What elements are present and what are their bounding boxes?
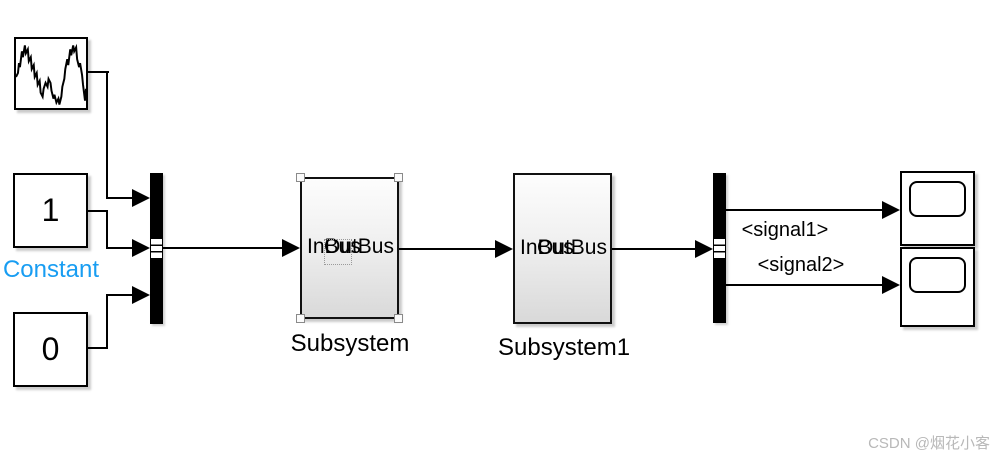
constant-value: 1 <box>41 192 60 228</box>
wire-segment[interactable] <box>163 247 283 249</box>
wire-segment[interactable] <box>399 248 496 250</box>
selection-handle[interactable] <box>394 173 403 182</box>
wire-segment[interactable] <box>106 71 108 199</box>
wire-segment[interactable] <box>106 210 108 249</box>
selection-handle[interactable] <box>296 173 305 182</box>
wire-segment[interactable] <box>88 210 108 212</box>
subsystem1-outport-label: OutBus <box>536 235 607 259</box>
wire-segment[interactable] <box>106 294 108 349</box>
signal2-wire-label[interactable]: <signal2> <box>757 254 845 276</box>
subsystem1-block[interactable]: InBus OutBus <box>513 173 612 324</box>
subsystem-block[interactable]: InBus OutBus <box>296 173 403 323</box>
wire-segment[interactable] <box>106 294 133 296</box>
selection-handle[interactable] <box>394 314 403 323</box>
input-port-arrow <box>132 189 150 207</box>
watermark-text: CSDN @烟花小客 <box>868 435 990 452</box>
signal1-wire-label[interactable]: <signal1> <box>741 219 829 241</box>
wire-segment[interactable] <box>612 248 695 250</box>
bus-creator-block[interactable] <box>150 173 163 324</box>
constant-block-name-label[interactable]: Constant <box>2 256 100 283</box>
constant-block-0[interactable]: 0 <box>13 312 88 387</box>
noise-source-block[interactable] <box>14 37 88 110</box>
wire-segment[interactable] <box>106 247 133 249</box>
selection-handle[interactable] <box>296 314 305 323</box>
constant-block-1[interactable]: 1 <box>13 173 88 248</box>
subsystem1-name-label[interactable]: Subsystem1 <box>498 334 631 361</box>
scope-block-bottom[interactable] <box>900 247 975 327</box>
input-port-arrow <box>882 276 900 294</box>
input-port-arrow <box>495 240 513 258</box>
subsystem-outport-label: OutBus <box>323 235 394 259</box>
scope-screen-icon <box>909 181 966 217</box>
bus-signal-tag-icon <box>151 239 162 258</box>
wire-segment[interactable] <box>726 209 882 211</box>
scope-block-top[interactable] <box>900 171 975 246</box>
subsystem-name-label[interactable]: Subsystem <box>290 330 410 357</box>
subsystem-inport-label: InBus <box>307 235 361 259</box>
input-port-arrow <box>882 201 900 219</box>
subsystem1-inport-label: InBus <box>520 235 574 259</box>
wire-segment[interactable] <box>726 284 882 286</box>
input-port-arrow <box>132 239 150 257</box>
wire-segment[interactable] <box>88 71 109 73</box>
input-port-arrow <box>695 240 713 258</box>
input-port-arrow <box>282 239 300 257</box>
noise-waveform-icon <box>15 43 87 106</box>
bus-selector-block[interactable] <box>713 173 726 323</box>
wire-segment[interactable] <box>88 347 108 349</box>
scope-screen-icon <box>909 257 966 293</box>
constant-value: 0 <box>41 331 60 367</box>
wire-segment[interactable] <box>106 197 133 199</box>
bus-signal-tag-icon <box>714 239 725 258</box>
input-port-arrow <box>132 286 150 304</box>
port-label-selection-box <box>324 239 352 265</box>
